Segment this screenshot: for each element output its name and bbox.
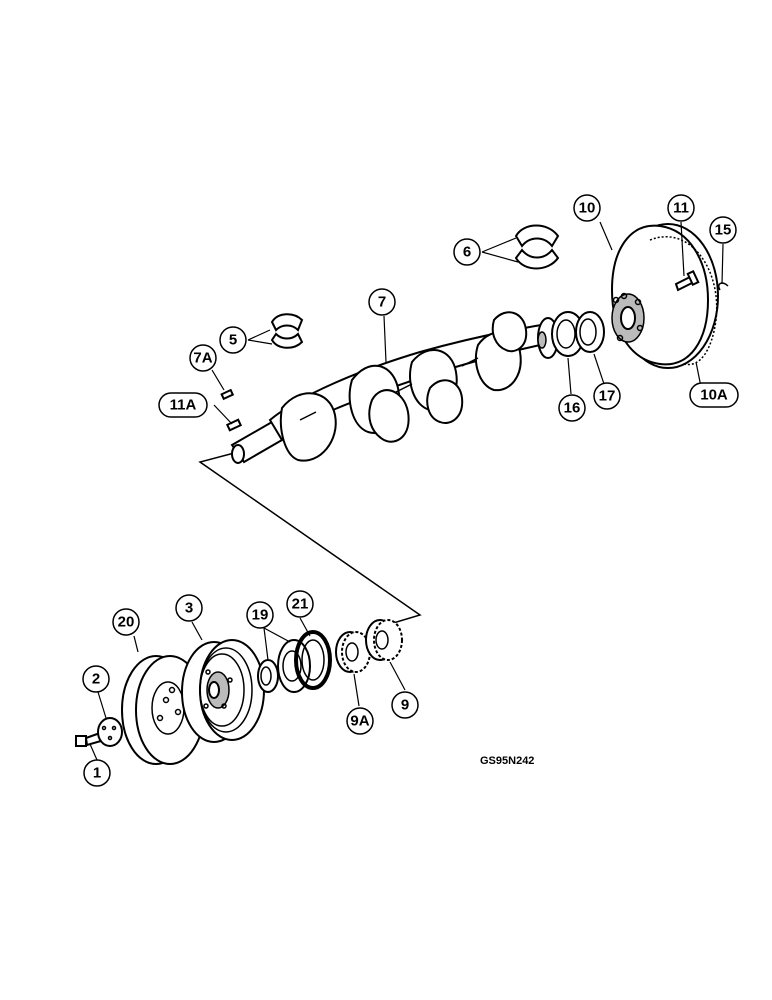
crankshaft: [230, 311, 568, 464]
callout-10a: 10A: [689, 382, 739, 408]
callout-21: 21: [286, 590, 314, 618]
rear-seal-16: [551, 311, 585, 357]
svg-text:7A: 7A: [193, 350, 212, 367]
svg-text:3: 3: [185, 600, 193, 617]
svg-text:7: 7: [378, 294, 386, 311]
callout-15: 15: [709, 216, 737, 244]
svg-text:19: 19: [252, 607, 269, 624]
front-seal-19: [257, 659, 279, 693]
main-bearing-shells-5: [270, 313, 304, 349]
callout-11a: 11A: [158, 392, 208, 418]
callout-1: 1: [83, 759, 111, 787]
svg-text:6: 6: [463, 244, 471, 261]
svg-text:11: 11: [673, 200, 689, 217]
timing-gear-9: [365, 619, 403, 661]
svg-text:21: 21: [292, 596, 309, 613]
svg-text:15: 15: [715, 222, 732, 239]
dowel-15: [717, 282, 729, 291]
ring-gear-10a: [649, 236, 718, 366]
wear-sleeve-17: [575, 311, 605, 353]
key-11a: [225, 418, 243, 432]
callout-2: 2: [82, 665, 110, 693]
svg-text:11A: 11A: [170, 397, 197, 414]
svg-text:20: 20: [118, 614, 135, 631]
assembly-connector-line: [198, 451, 422, 628]
key-7a: [220, 388, 235, 401]
flywheel-10: [610, 223, 719, 369]
callout-16: 16: [558, 394, 586, 422]
callout-3: 3: [175, 594, 203, 622]
callout-7: 7: [368, 288, 396, 316]
svg-text:5: 5: [229, 332, 237, 349]
callout-17: 17: [593, 382, 621, 410]
callout-6: 6: [453, 238, 481, 266]
thrust-bearing-shells-6: [514, 224, 560, 270]
svg-text:9: 9: [401, 697, 409, 714]
svg-text:9A: 9A: [350, 713, 369, 730]
svg-text:17: 17: [599, 388, 616, 405]
svg-text:10: 10: [579, 200, 596, 217]
callout-10: 10: [573, 194, 601, 222]
svg-text:1: 1: [93, 765, 101, 782]
callout-7a: 7A: [189, 344, 217, 372]
vibration-damper-3: [181, 639, 265, 743]
flywheel-bolt-11: [674, 269, 700, 292]
pulley-washer-2: [97, 717, 123, 747]
callout-19: 19: [246, 601, 274, 629]
svg-text:16: 16: [564, 400, 581, 417]
callout-5: 5: [219, 326, 247, 354]
svg-text:2: 2: [92, 671, 100, 688]
callout-20: 20: [112, 608, 140, 636]
figure-code: GS95N242: [480, 755, 534, 767]
callout-9: 9: [391, 691, 419, 719]
callout-11: 11: [667, 194, 695, 222]
crankshaft-gear-9a: [335, 631, 371, 673]
callout-9a: 9A: [346, 707, 374, 735]
gasket-21: [294, 630, 332, 690]
leader-lines: [89, 221, 724, 761]
svg-text:10A: 10A: [700, 387, 728, 404]
